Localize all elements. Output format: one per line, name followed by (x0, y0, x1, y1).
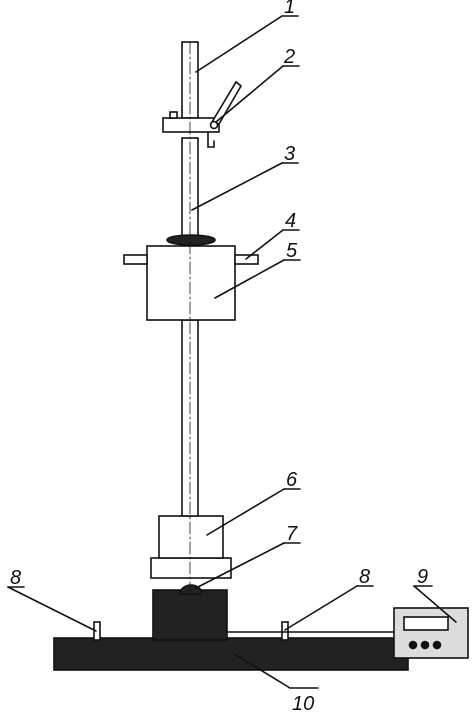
base-plate (53, 637, 409, 671)
leader-5 (214, 259, 285, 299)
leader-2 (215, 65, 284, 123)
release-lever (210, 80, 243, 125)
label-8-left: 8 (10, 567, 21, 589)
device-button-2 (420, 640, 430, 650)
leader-9 (413, 585, 457, 623)
leader-3 (191, 162, 283, 211)
leader-8a (7, 586, 97, 632)
label-1: 1 (284, 0, 295, 18)
clamp-block (162, 117, 220, 133)
leader-7 (195, 542, 285, 589)
lever-pivot (209, 120, 219, 130)
label-10: 10 (292, 693, 314, 715)
label-9: 9 (417, 566, 428, 588)
handle-left (123, 254, 148, 265)
leader-8b (284, 585, 358, 631)
anvil-block (152, 589, 228, 641)
label-5: 5 (286, 240, 298, 262)
drop-weight (158, 515, 224, 559)
lever-hook (207, 131, 215, 148)
pin-right (281, 621, 289, 641)
container-body (146, 245, 236, 321)
label-4: 4 (285, 210, 296, 232)
clamp-knob (169, 111, 178, 119)
label-7: 7 (286, 523, 298, 545)
label-3: 3 (284, 143, 295, 165)
label-2: 2 (283, 46, 295, 68)
leader-4 (245, 229, 284, 260)
device-button-1 (408, 640, 418, 650)
pin-left (93, 621, 101, 641)
label-8-right: 8 (359, 566, 370, 588)
leader-1 (195, 15, 283, 73)
leader-10 (235, 654, 291, 689)
device-display (403, 616, 449, 631)
weight-flange (150, 557, 232, 579)
label-6: 6 (286, 469, 298, 491)
device-button-3 (432, 640, 442, 650)
container-lid (166, 234, 216, 246)
leader-6 (206, 488, 285, 536)
measuring-device (393, 607, 469, 659)
